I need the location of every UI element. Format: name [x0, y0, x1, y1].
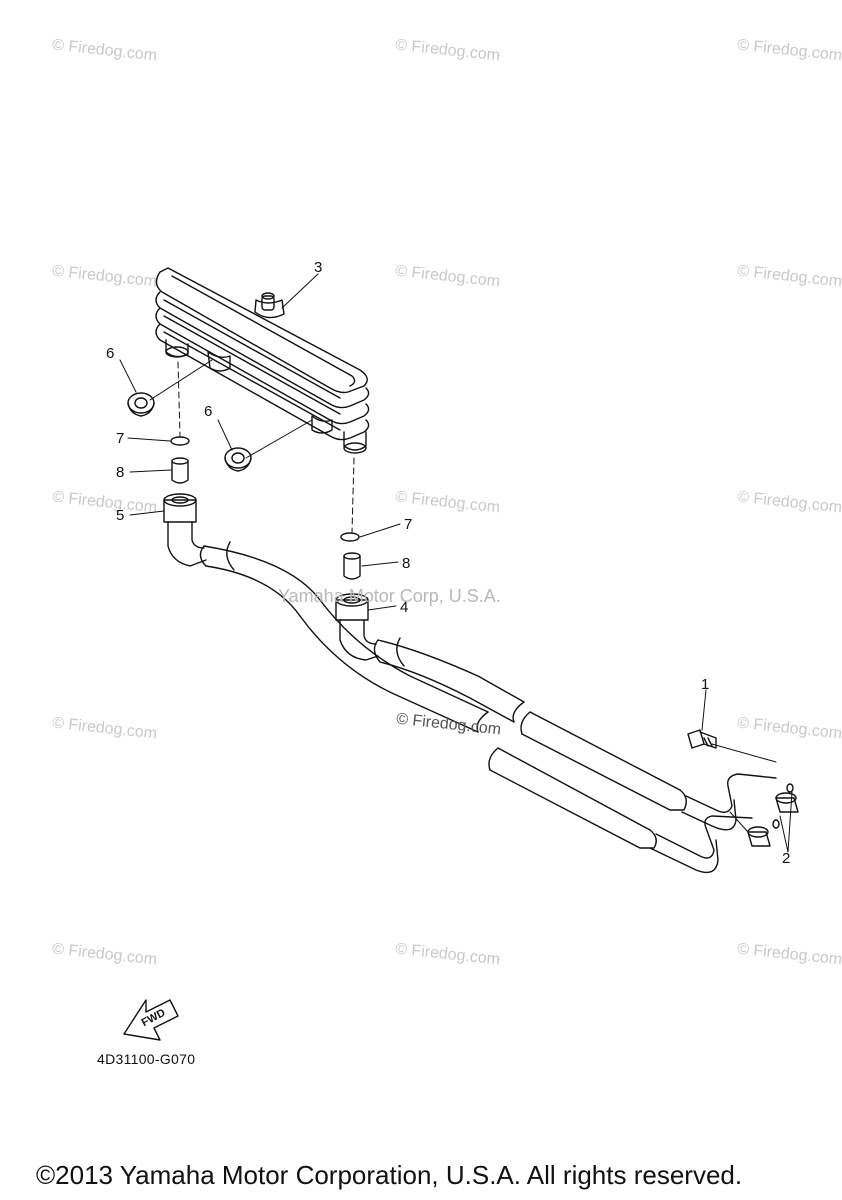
diagram-code: 4D31100-G070 — [97, 1051, 196, 1067]
callout-part-7a: 7 — [116, 430, 125, 447]
callout-part-6b: 6 — [204, 403, 213, 420]
fitting-nut-left — [163, 493, 207, 567]
callout-part-1: 1 — [701, 676, 710, 693]
o-ring-right — [340, 532, 360, 542]
callout-part-2: 2 — [782, 850, 791, 867]
o-ring-left — [170, 436, 190, 446]
copyright-notice: ©2013 Yamaha Motor Corporation, U.S.A. A… — [36, 1160, 743, 1190]
callout-part-4: 4 — [400, 599, 409, 616]
oil-hose — [199, 541, 777, 874]
union-fitting-lower — [747, 826, 771, 847]
grommet-left — [127, 392, 155, 417]
grommet-right — [224, 447, 252, 472]
callout-part-7b: 7 — [404, 516, 413, 533]
callout-part-6a: 6 — [106, 345, 115, 362]
gasket-lower — [772, 819, 780, 829]
gasket-upper — [786, 783, 794, 793]
union-bolt — [687, 729, 717, 749]
collar-right — [343, 552, 361, 580]
fitting-nut-right — [335, 593, 379, 661]
fwd-arrow — [123, 999, 179, 1041]
collar-left — [171, 457, 189, 484]
leader-lines — [119, 273, 793, 853]
callout-part-5: 5 — [116, 507, 125, 524]
callout-part-8a: 8 — [116, 464, 125, 481]
oil-cooler-core — [155, 267, 370, 454]
union-fitting-upper — [775, 792, 799, 813]
callout-part-3: 3 — [314, 259, 323, 276]
center-credit: Yamaha Motor Corp, U.S.A. — [278, 586, 501, 606]
callout-part-8b: 8 — [402, 555, 411, 572]
